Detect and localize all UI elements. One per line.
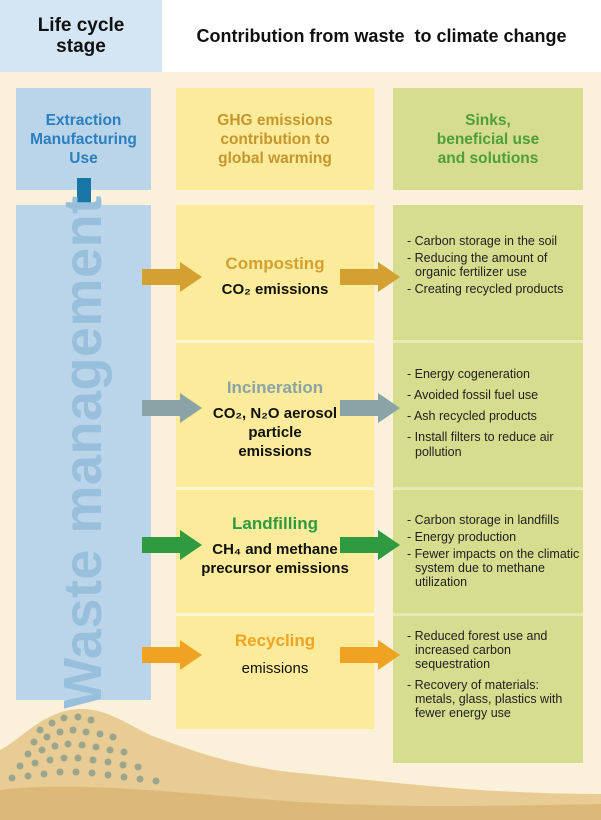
benefit-item: Energy production — [405, 530, 580, 544]
benefit-item: Install filters to reduce air pollution — [405, 430, 580, 460]
landfill-ground-illustration — [0, 709, 601, 820]
incineration-emissions: CO₂, N₂O aerosol particle emissions — [212, 405, 338, 460]
emissions-column — [176, 205, 374, 729]
benefit-item: Fewer impacts on the climatic system due… — [405, 547, 580, 589]
waste-management-label: Waste management — [53, 195, 113, 709]
incineration-title: Incineration — [226, 378, 324, 397]
arrow-shape — [340, 393, 400, 423]
landfilling-benefit-arrow-icon — [340, 530, 400, 560]
incineration-benefits: Energy cogeneration Avoided fossil fuel … — [405, 367, 580, 463]
extraction-label: Extraction Manufacturing Use — [30, 111, 137, 167]
recycling-emissions: emissions — [241, 660, 309, 677]
arrow-shape — [142, 262, 202, 292]
arrow-shape — [340, 640, 400, 670]
benefit-item: Ash recycled products — [405, 409, 580, 424]
benefit-item: Carbon storage in landfills — [405, 513, 580, 527]
row-divider — [393, 613, 583, 616]
life-cycle-stage-header: Life cycle stage — [0, 0, 162, 72]
benefit-item: Recovery of materials: metals, glass, pl… — [405, 678, 580, 720]
extraction-column-header: Extraction Manufacturing Use — [16, 88, 151, 190]
arrow-shape — [142, 640, 202, 670]
landfilling-title: Landfilling — [232, 514, 318, 533]
diagram-title: Contribution from waste to climate chang… — [162, 0, 601, 72]
benefit-item: Energy cogeneration — [405, 367, 580, 382]
composting-benefit-arrow-icon — [340, 262, 400, 292]
benefit-item: Avoided fossil fuel use — [405, 388, 580, 403]
incineration-arrow-icon — [142, 393, 202, 423]
composting-benefits: Carbon storage in the soil Reducing the … — [405, 234, 580, 299]
row-divider — [176, 487, 374, 490]
benefit-item: Creating recycled products — [405, 282, 580, 296]
landfilling-benefits: Carbon storage in landfills Energy produ… — [405, 513, 580, 592]
recycling-arrow-icon — [142, 640, 202, 670]
composting-title: Composting — [225, 254, 325, 273]
recycling-block: Recycling emissions — [176, 631, 374, 678]
landfilling-arrow-icon — [142, 530, 202, 560]
landfilling-block: Landfilling CH₄ and methane precursor em… — [176, 514, 374, 578]
life-cycle-stage-label: Life cycle stage — [37, 15, 125, 57]
incineration-benefit-arrow-icon — [340, 393, 400, 423]
ghg-column-header: GHG emissions contribution to global war… — [176, 88, 374, 190]
incineration-block: Incineration CO₂, N₂O aerosol particle e… — [176, 378, 374, 461]
row-divider — [393, 340, 583, 343]
recycling-benefits: Reduced forest use and increased carbon … — [405, 629, 580, 723]
benefit-item: Carbon storage in the soil — [405, 234, 580, 248]
row-divider — [176, 340, 374, 343]
sinks-label: Sinks, beneficial use and solutions — [436, 111, 540, 167]
recycling-benefit-arrow-icon — [340, 640, 400, 670]
arrow-shape — [340, 530, 400, 560]
arrow-shape — [142, 530, 202, 560]
composting-arrow-icon — [142, 262, 202, 292]
recycling-title: Recycling — [234, 631, 316, 650]
diagram-title-text: Contribution from waste to climate chang… — [196, 25, 567, 46]
benefit-item: Reduced forest use and increased carbon … — [405, 629, 580, 671]
row-divider — [176, 613, 374, 616]
arrow-shape — [142, 393, 202, 423]
row-divider — [393, 487, 583, 490]
composting-emissions: CO₂ emissions — [221, 281, 329, 298]
ghg-label: GHG emissions contribution to global war… — [217, 111, 333, 167]
composting-block: Composting CO₂ emissions — [176, 254, 374, 299]
benefit-item: Reducing the amount of organic fertilize… — [405, 251, 580, 279]
landfilling-emissions: CH₄ and methane precursor emissions — [201, 541, 349, 577]
waste-management-column — [16, 205, 151, 700]
sinks-column-header: Sinks, beneficial use and solutions — [393, 88, 583, 190]
arrow-shape — [340, 262, 400, 292]
